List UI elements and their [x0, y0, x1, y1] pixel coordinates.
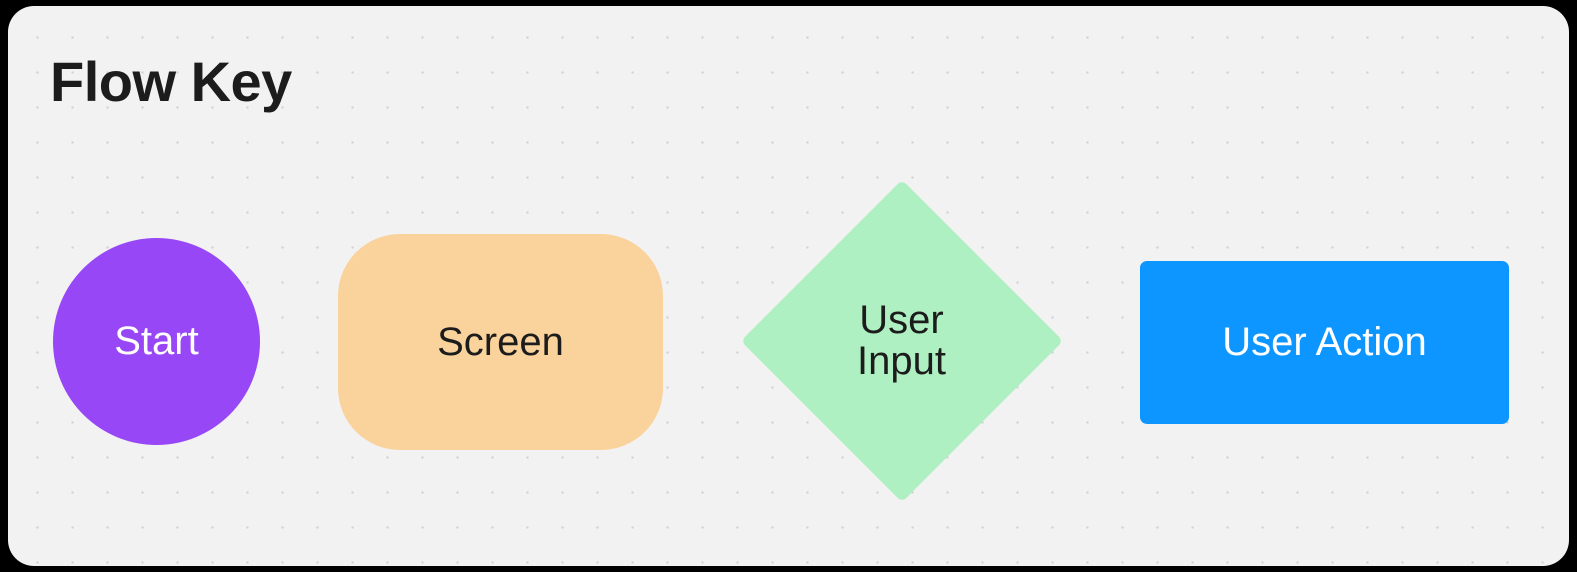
legend-label-screen: Screen — [437, 319, 564, 364]
legend-label-user-input: User Input — [857, 297, 946, 383]
legend-label-start: Start — [114, 319, 199, 363]
legend-shape-screen[interactable]: Screen — [338, 234, 663, 450]
flow-key-canvas: Flow Key Start Screen User Input User Ac… — [8, 6, 1569, 566]
legend-shape-start[interactable]: Start — [53, 238, 260, 445]
legend-shape-user-action[interactable]: User Action — [1140, 261, 1509, 424]
page-title: Flow Key — [50, 50, 292, 113]
legend-label-user-action: User Action — [1222, 320, 1427, 364]
legend-shape-user-input[interactable]: User Input — [740, 179, 1063, 502]
